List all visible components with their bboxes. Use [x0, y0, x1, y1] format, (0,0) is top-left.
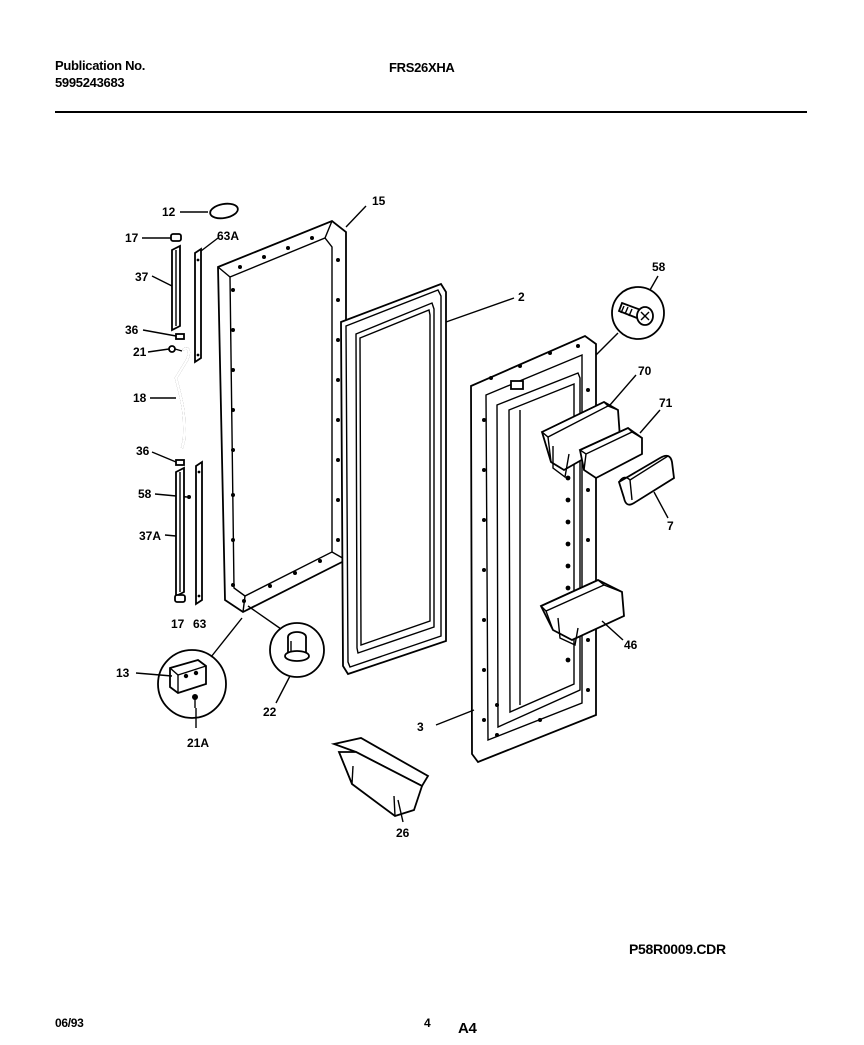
callout-58-left: 58	[138, 487, 152, 501]
leader-36-upper	[142, 329, 177, 337]
part-71-bin	[578, 426, 643, 480]
callout-18: 18	[133, 391, 147, 405]
part-58-screw	[187, 495, 191, 499]
callout-70: 70	[638, 364, 652, 378]
part-7-bin-cover	[617, 454, 675, 506]
part-12-cap	[209, 202, 239, 220]
model-number: FRS26XHA	[389, 60, 455, 75]
callout-17-top: 17	[125, 231, 139, 245]
callout-12: 12	[162, 205, 176, 219]
callout-46: 46	[624, 638, 638, 652]
part-21-screw	[168, 345, 183, 353]
publication-label: Publication No.	[55, 58, 146, 73]
leader-22	[275, 675, 291, 704]
part-17-top-plug	[170, 233, 182, 242]
leader-3	[435, 709, 475, 726]
part-17-bottom-plug	[174, 594, 186, 603]
leader-15	[345, 205, 367, 228]
drawing-file-name: P58R0009.CDR	[629, 941, 726, 957]
footer-section: A4	[458, 1020, 477, 1037]
callout-63a: 63A	[217, 229, 239, 243]
part-37a-lower-trim	[175, 466, 185, 598]
leader-7	[653, 491, 669, 519]
callout-71: 71	[659, 396, 673, 410]
footer-page: 4	[424, 1016, 431, 1030]
leader-3-top	[595, 332, 619, 356]
callout-17-bottom: 17	[171, 617, 185, 631]
callout-26: 26	[396, 826, 410, 840]
callout-58-right: 58	[652, 260, 666, 274]
part-18-handle	[174, 347, 191, 449]
callout-13: 13	[116, 666, 130, 680]
leader-46	[601, 620, 624, 641]
callout-22: 22	[263, 705, 277, 719]
callout-37: 37	[135, 270, 149, 284]
leader-58-right	[649, 275, 659, 291]
leader-13-to-frame	[210, 617, 243, 658]
header-rule	[55, 111, 807, 113]
leader-37	[151, 275, 173, 287]
part-13-hinge-detail	[157, 649, 227, 719]
callout-21: 21	[133, 345, 147, 359]
leader-21	[147, 348, 170, 353]
part-63a-trim-strip	[194, 247, 202, 364]
leader-13	[135, 672, 173, 677]
leader-63a	[200, 237, 219, 252]
callout-63: 63	[193, 617, 207, 631]
part-22-bushing-detail	[269, 622, 325, 678]
part-15-door-frame	[217, 219, 347, 614]
callout-15: 15	[372, 194, 386, 208]
part-26-tray	[330, 737, 430, 817]
leader-2	[445, 297, 515, 323]
callout-3: 3	[417, 720, 424, 734]
callout-37a: 37A	[139, 529, 161, 543]
part-46-lower-bin	[539, 579, 625, 647]
callout-2: 2	[518, 290, 525, 304]
part-2-door-gasket	[340, 282, 447, 676]
part-37-upper-trim	[171, 244, 181, 332]
leader-70	[609, 374, 637, 406]
part-36-upper-clip	[175, 333, 185, 340]
part-3-door-liner	[470, 334, 597, 764]
part-63-trim-strip	[195, 460, 203, 606]
leader-36-lower	[151, 451, 177, 463]
callout-21a: 21A	[187, 736, 209, 750]
part-70-upper-bin	[540, 400, 621, 479]
callout-36-upper: 36	[125, 323, 139, 337]
part-58-screw-detail	[611, 286, 665, 340]
leader-26	[397, 799, 404, 823]
publication-number: 5995243683	[55, 75, 125, 90]
footer-date: 06/93	[55, 1016, 84, 1030]
leader-37a	[164, 534, 177, 537]
callout-7: 7	[667, 519, 674, 533]
leader-71	[639, 409, 661, 434]
part-36-lower-clip	[175, 459, 185, 466]
callout-36-lower: 36	[136, 444, 150, 458]
leader-22-to-frame	[247, 605, 282, 630]
